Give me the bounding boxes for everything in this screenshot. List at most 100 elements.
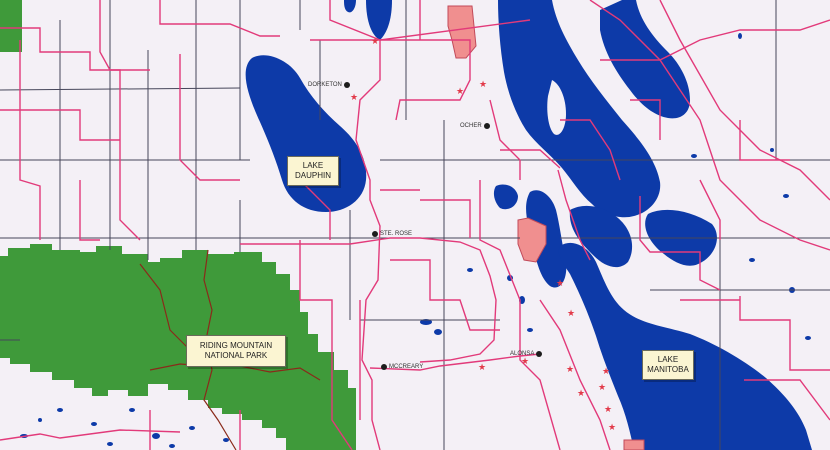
main-road (500, 149, 561, 169)
star-icon: ★ (567, 309, 575, 319)
town-label: ALONSA (510, 351, 535, 357)
main-road (379, 19, 531, 41)
town-label: MCCREARY (389, 364, 424, 370)
main-road (299, 240, 353, 450)
star-icon: ★ (556, 279, 564, 289)
main-road (639, 196, 721, 291)
pond (770, 148, 774, 152)
label-riding-mountain-park: RIDING MOUNTAIN NATIONAL PARK (186, 335, 286, 367)
star-icon: ★ (604, 405, 612, 415)
main-road (299, 179, 331, 240)
pond (527, 328, 533, 332)
pond (169, 444, 175, 448)
star-icon: ★ (566, 365, 574, 375)
pond (653, 94, 659, 98)
lake-small-top (344, 0, 356, 13)
pond (467, 268, 473, 272)
main-road (479, 180, 561, 450)
label-line: NATIONAL PARK (204, 351, 268, 360)
star-icon: ★ (456, 87, 464, 97)
pond (691, 154, 697, 158)
pond (152, 433, 160, 439)
lake-top-center (366, 0, 392, 40)
star-icon: ★ (478, 363, 486, 373)
town-label: DORKETON (308, 82, 342, 88)
town-dorketon[interactable]: DORKETON (306, 82, 350, 88)
trail (203, 249, 237, 450)
pond (434, 329, 442, 335)
main-road (390, 259, 500, 331)
main-road (329, 0, 381, 450)
star-icon: ★ (577, 389, 585, 399)
main-road (630, 99, 661, 140)
town-dot-icon (536, 351, 543, 357)
main-road (0, 27, 150, 71)
reserve-bottom (623, 439, 645, 450)
main-road (739, 296, 830, 371)
star-icon: ★ (602, 367, 610, 377)
star-icon: ★ (350, 93, 358, 103)
star-icon: ★ (521, 357, 529, 367)
town-ste-rose[interactable]: STE. ROSE (372, 231, 414, 237)
main-road (539, 299, 611, 450)
town-mccreary[interactable]: MCCREARY (381, 364, 425, 370)
riding-mountain-national-park (0, 244, 356, 450)
trail (139, 263, 191, 351)
main-road (739, 120, 790, 161)
main-road (589, 0, 830, 251)
pond (107, 442, 113, 446)
pond (189, 426, 195, 430)
label-line: RIDING MOUNTAIN (199, 341, 273, 350)
main-road (99, 0, 141, 241)
label-lake-manitoba: LAKE MANITOBA (642, 350, 694, 380)
lake-manitoba (558, 242, 812, 450)
town-label: OCHER (460, 123, 482, 129)
main-road (0, 109, 120, 141)
pond (38, 418, 42, 422)
main-road (600, 19, 830, 61)
town-dot-icon (343, 82, 350, 88)
park-corner (0, 0, 22, 52)
reserve-top (447, 5, 477, 59)
label-line: LAKE (657, 355, 679, 364)
main-road (699, 179, 721, 240)
lake-small-mid (493, 184, 518, 210)
town-ochre[interactable]: OCHER (458, 123, 490, 129)
label-lake-dauphin: LAKE DAUPHIN (287, 156, 339, 186)
main-road (79, 180, 100, 241)
main-road (0, 429, 181, 441)
star-icon: ★ (608, 423, 616, 433)
town-dot-icon (483, 123, 490, 129)
pond (783, 194, 789, 198)
main-road (240, 237, 497, 363)
main-road (557, 169, 591, 261)
town-alonsa[interactable]: ALONSA (508, 351, 543, 357)
main-road (310, 39, 471, 121)
star-icon: ★ (371, 37, 379, 47)
lake-island (547, 80, 566, 135)
main-road (420, 199, 471, 238)
lake-east-bays (600, 0, 690, 119)
label-line: DAUPHIN (294, 171, 331, 180)
pond (749, 258, 755, 262)
pond (223, 438, 229, 442)
pond (129, 408, 135, 412)
lake-manitoba-north (498, 0, 661, 218)
town-dot-icon (381, 364, 387, 370)
town-label: STE. ROSE (380, 231, 413, 237)
main-road (179, 54, 240, 181)
star-icon: ★ (479, 80, 487, 90)
main-road (560, 119, 621, 181)
pond (91, 422, 97, 426)
main-road (369, 353, 541, 371)
pond (57, 408, 63, 412)
pond (805, 336, 811, 340)
town-dot-icon (372, 231, 378, 237)
site-markers: ★ ★ ★ ★ ★ ★ ★ ★ ★ ★ ★ ★ ★ ★ (350, 37, 616, 433)
label-line: LAKE (302, 161, 324, 170)
star-icon: ★ (598, 383, 606, 393)
